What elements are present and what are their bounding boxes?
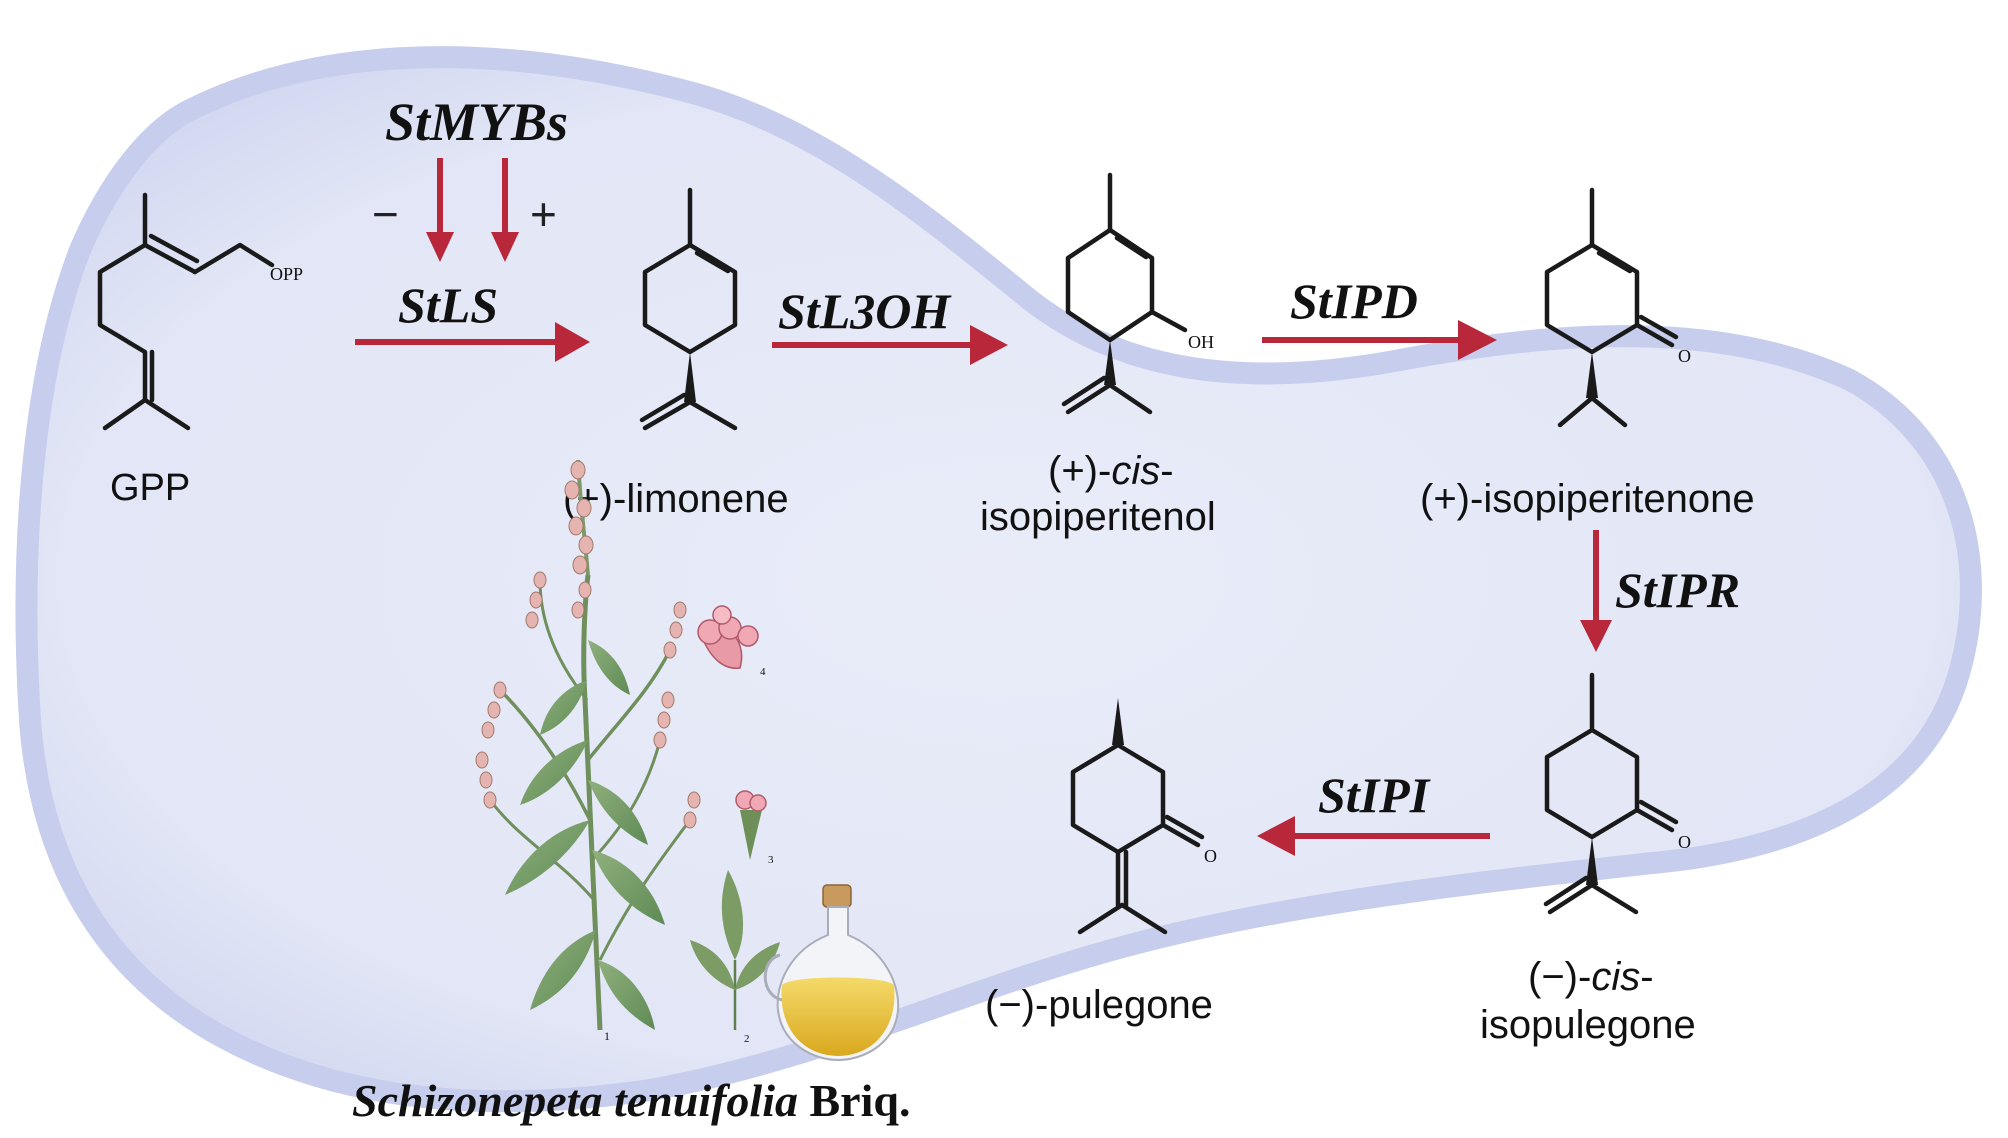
isopiperitenone-label: (+)-isopiperitenone (1420, 477, 1755, 521)
stmybs-negative-arrow (426, 158, 454, 262)
stipr-label: StIPR (1615, 562, 1740, 618)
isopulegone-structure: O (1543, 672, 1691, 915)
plant-number-4: 4 (760, 666, 766, 678)
stls-arrow (355, 322, 590, 362)
leaf-illustration: 2 (690, 870, 780, 1045)
limonene-label: (+)-limonene (563, 477, 789, 521)
stmybs-label: StMYBs (385, 92, 568, 152)
stls-label: StLS (398, 277, 498, 333)
plant-illustration: 1 (475, 459, 701, 1043)
opp-label: OPP (270, 264, 303, 284)
positive-sign: + (530, 188, 557, 240)
stl3oh-arrow (772, 325, 1008, 365)
negative-sign: − (372, 188, 399, 240)
pulegone-structure: O (1070, 698, 1217, 935)
stipr-arrow (1580, 530, 1612, 652)
isopiperitenol-label-line2: isopiperitenol (980, 495, 1216, 539)
calyx-illustration: 3 (735, 790, 774, 866)
gpp-label: GPP (110, 467, 190, 509)
isopiperitenone-structure: O (1544, 187, 1691, 428)
ketone-o-label-3: O (1204, 846, 1217, 866)
ketone-o-label-2: O (1678, 832, 1691, 852)
isopulegone-label-line1: (−)-cis- (1528, 955, 1654, 999)
ketone-o-label-1: O (1678, 346, 1691, 366)
plant-number-3: 3 (768, 854, 774, 866)
gpp-structure: OPP (97, 192, 303, 431)
pulegone-label: (−)-pulegone (985, 983, 1213, 1027)
isopiperitenol-structure: OH (1061, 172, 1214, 415)
species-name: Schizonepeta tenuifolia Briq. (352, 1075, 910, 1126)
cell-blob (15, 46, 1982, 1113)
isopulegone-label-line2: isopulegone (1480, 1003, 1696, 1047)
stl3oh-label: StL3OH (778, 283, 952, 339)
plant-number-2: 2 (744, 1033, 750, 1045)
stipd-arrow (1262, 320, 1497, 360)
limonene-structure (639, 187, 738, 431)
plant-number-1: 1 (604, 1029, 610, 1043)
stipi-label: StIPI (1318, 767, 1431, 823)
isopiperitenol-label-line1: (+)-cis- (1048, 449, 1174, 493)
stipi-arrow (1257, 816, 1490, 856)
oil-bottle-icon (763, 884, 900, 1062)
flower-illustration: 4 (697, 605, 766, 678)
stipd-label: StIPD (1290, 273, 1418, 329)
oh-label: OH (1188, 332, 1214, 352)
stmybs-positive-arrow (491, 158, 519, 262)
